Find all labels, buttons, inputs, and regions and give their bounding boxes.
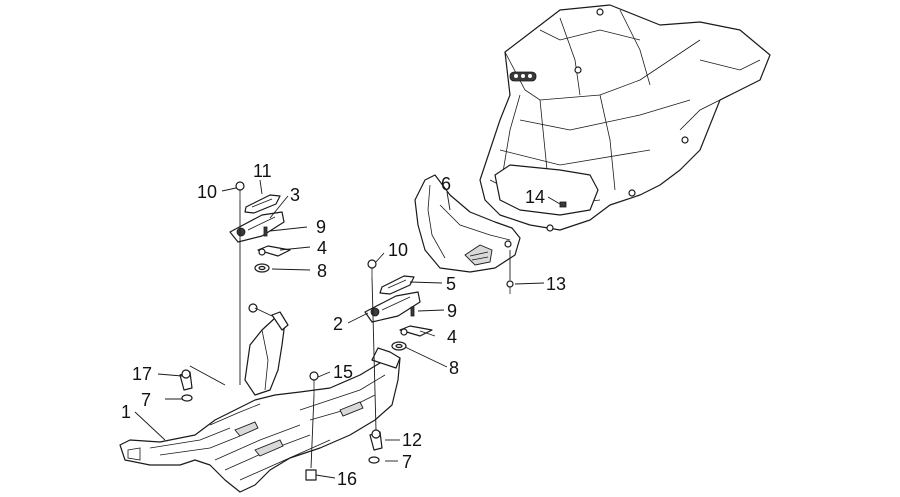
footboard-part-1 xyxy=(119,311,401,493)
assembly-lines xyxy=(239,200,511,469)
callout-15: 15 xyxy=(333,362,353,382)
callout-9b: 9 xyxy=(447,301,457,321)
callout-8a: 8 xyxy=(317,261,327,281)
callouts: 1 2 3 4 4 5 6 7 7 8 8 9 9 10 10 11 12 13… xyxy=(121,161,566,489)
callout-11: 11 xyxy=(253,161,272,181)
leader-lines xyxy=(134,179,561,479)
step-cover-part-3 xyxy=(229,211,285,243)
callout-13: 13 xyxy=(546,274,566,294)
lower-cover-part-6 xyxy=(414,174,521,273)
callout-7b: 7 xyxy=(402,452,412,472)
rubber-pad-part-11 xyxy=(244,194,281,214)
callout-10a: 10 xyxy=(197,182,217,202)
callout-4b: 4 xyxy=(447,327,457,347)
step-cover-part-2 xyxy=(364,291,421,323)
callout-17: 17 xyxy=(132,364,152,384)
hardware xyxy=(179,181,567,481)
front-leg-shield xyxy=(479,4,771,232)
rubber-pad-part-5 xyxy=(379,275,415,295)
callout-6: 6 xyxy=(441,174,451,194)
callout-16: 16 xyxy=(337,469,357,489)
callout-9a: 9 xyxy=(316,217,326,237)
callout-1: 1 xyxy=(121,402,131,422)
callout-2: 2 xyxy=(333,314,343,334)
callout-8b: 8 xyxy=(449,358,459,378)
callout-5: 5 xyxy=(446,274,456,294)
callout-10b: 10 xyxy=(388,240,408,260)
callout-14: 14 xyxy=(525,187,545,207)
callout-12: 12 xyxy=(402,430,422,450)
callout-7a: 7 xyxy=(141,390,151,410)
callout-4a: 4 xyxy=(317,238,327,258)
callout-3: 3 xyxy=(290,185,300,205)
